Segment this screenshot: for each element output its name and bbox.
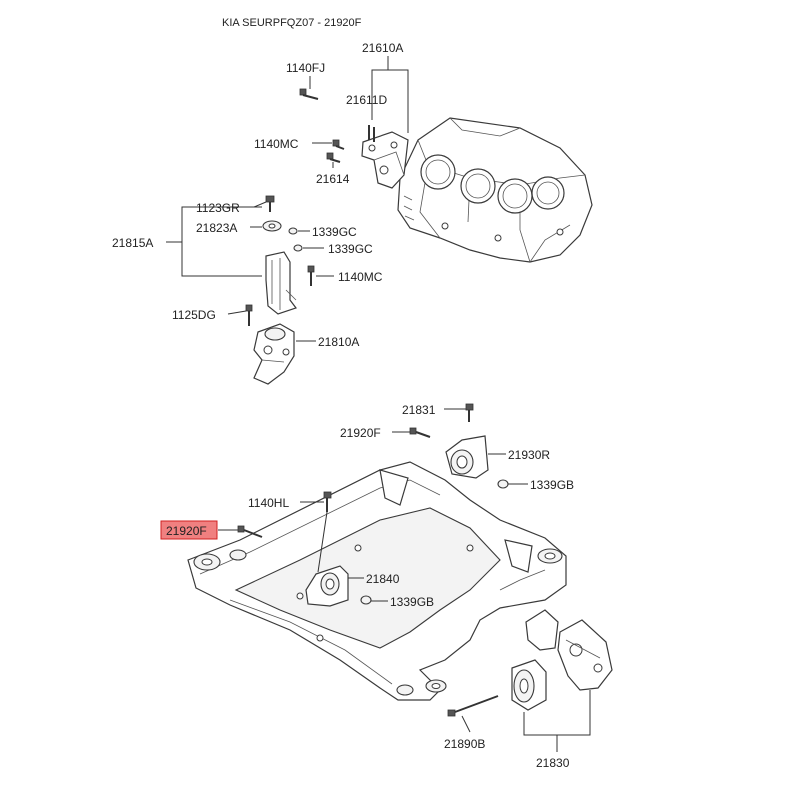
label-1339GC-a[interactable]: 1339GC [312,225,357,239]
label-21830[interactable]: 21830 [536,756,570,770]
label-1140MC-top[interactable]: 1140MC [254,137,299,151]
bolt-1140MC-mid [307,265,315,286]
label-21610A[interactable]: 21610A [362,41,403,55]
label-21611D[interactable]: 21611D [346,93,387,107]
front-roll-mount-21840 [305,565,349,607]
label-21823A[interactable]: 21823A [196,221,237,235]
rear-roll-mount-bushing-21830 [511,659,547,711]
stud-bolts-21611D [368,125,375,142]
part-labels: 21610A 1140FJ 21611D 1140MC 21614 1123GR… [112,41,574,770]
label-1339GC-b[interactable]: 1339GC [328,242,373,256]
front-subframe-crossmember [187,461,567,701]
bolt-1125DG [245,304,253,326]
label-21890B[interactable]: 21890B [444,737,485,751]
engine-mount-bracket-21611D [361,131,409,189]
label-21920F-selected[interactable]: 21920F [166,524,207,538]
selected-part-highlight [161,521,217,539]
engine-block-illustration [397,117,593,263]
label-21831[interactable]: 21831 [402,403,436,417]
bolt-21920F-top [409,427,431,438]
label-1140MC-mid[interactable]: 1140MC [338,270,383,284]
label-21810A[interactable]: 21810A [318,335,359,349]
roll-rod-bracket-21930R [445,435,489,479]
bolt-1140HL [323,491,332,512]
rear-roll-mount-bracket-21830 [525,609,613,691]
label-1140FJ[interactable]: 1140FJ [286,61,325,75]
nut-1339GB-mid [360,595,372,605]
diagram-title: KIA SEURPFQZ07 - 21920F [222,17,362,29]
label-21614[interactable]: 21614 [316,172,350,186]
transmission-mount-bracket-21815A [265,251,297,315]
label-1140HL[interactable]: 1140HL [248,496,289,510]
label-21840[interactable]: 21840 [366,572,400,586]
transmission-mount-21810A [253,323,295,385]
label-21920F-top[interactable]: 21920F [340,426,381,440]
bolt-1140MC-top [332,139,345,150]
label-1339GB-right[interactable]: 1339GB [530,478,574,492]
label-1123GR[interactable]: 1123GR [196,201,240,215]
washer-21823A [262,220,282,232]
bolt-1123GR [265,195,275,212]
selected-part-highlight-border [160,520,218,540]
bolt-21920F-selected [237,525,263,538]
leader-lines [166,56,591,752]
bolt-1140FJ [299,88,319,100]
nut-1339GC-b [293,244,303,252]
label-21815A[interactable]: 21815A [112,236,153,250]
label-1125DG[interactable]: 1125DG [172,308,216,322]
nut-1339GC-a [288,227,298,235]
bolt-21614 [326,152,341,163]
label-21930R[interactable]: 21930R [508,448,550,462]
bolt-21831 [465,403,474,422]
label-1339GB-mid[interactable]: 1339GB [390,595,434,609]
bolt-21890B [447,695,499,717]
nut-1339GB-right [497,479,509,489]
